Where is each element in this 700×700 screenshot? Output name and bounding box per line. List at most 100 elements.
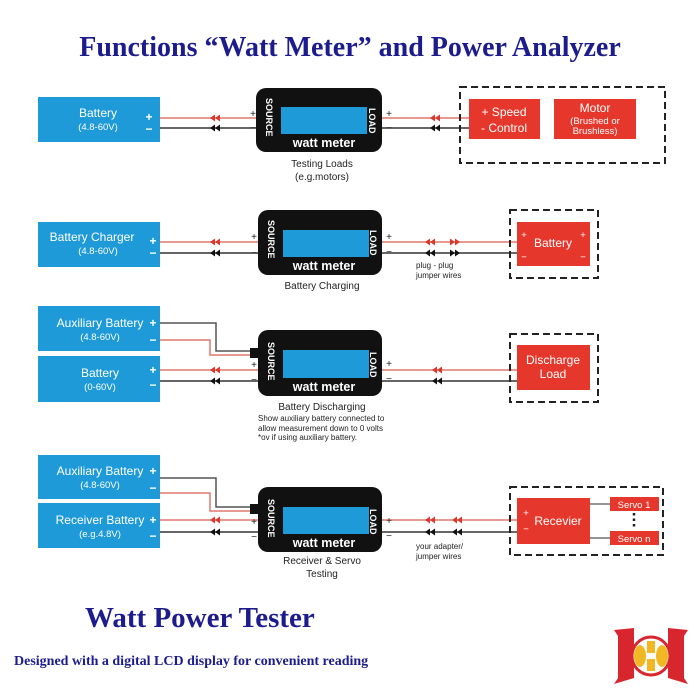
receiver-battery-box xyxy=(38,503,160,548)
section-note: Show auxiliary battery connected to xyxy=(258,414,385,423)
arrow-right-icon xyxy=(455,249,460,257)
speed-control-line1: + Speed xyxy=(481,105,526,119)
arrow-left-icon xyxy=(430,516,435,524)
wires xyxy=(160,117,636,539)
section-caption: Battery Discharging xyxy=(278,402,365,413)
motor-sub1: (Brushed or xyxy=(570,116,620,127)
load-label: LOAD xyxy=(368,230,378,256)
aux-negative-wire xyxy=(160,492,252,512)
arrow-left-icon xyxy=(452,528,457,536)
arrow-right-icon xyxy=(450,249,455,257)
meter-label: watt meter xyxy=(292,259,356,273)
source-range: (4.8-60V) xyxy=(78,122,118,133)
arrow-left-icon xyxy=(437,366,442,374)
discharge-load-box xyxy=(517,345,590,390)
load-minus: − xyxy=(580,252,586,263)
arrow-markers xyxy=(210,114,462,536)
arrow-left-icon xyxy=(215,249,220,257)
plus-terminal: + xyxy=(149,513,156,527)
speed-control-box xyxy=(469,99,540,139)
watt-meter: watt meter SOURCE LOAD + − + − xyxy=(251,487,392,552)
plus-terminal: + xyxy=(386,359,392,370)
plus-terminal: + xyxy=(386,232,392,243)
plus-terminal: + xyxy=(250,109,256,120)
section-battery-discharging: Auxiliary Battery (4.8-60V) + − Battery … xyxy=(38,306,590,442)
plus-terminal: + xyxy=(251,232,257,243)
arrow-left-icon xyxy=(215,124,220,132)
meter-label: watt meter xyxy=(292,136,356,150)
minus-terminal: − xyxy=(386,374,392,385)
plus-terminal: + xyxy=(251,360,257,371)
load-minus: − xyxy=(523,524,529,535)
load-name-line2: Load xyxy=(540,367,567,381)
section-note: *ov if using auxiliary battery. xyxy=(258,433,357,442)
load-plus: + xyxy=(521,230,527,241)
watt-meter: watt meter SOURCE LOAD + − + − xyxy=(251,210,392,275)
load-frame xyxy=(509,333,599,403)
arrow-left-icon xyxy=(430,124,435,132)
load-minus: − xyxy=(521,252,527,263)
minus-terminal: − xyxy=(149,481,156,495)
aux-connector xyxy=(250,504,259,514)
lcd-screen xyxy=(283,507,369,534)
minus-terminal: − xyxy=(149,333,156,347)
servo-label: Servo 1 xyxy=(618,500,651,511)
load-frame xyxy=(459,86,666,164)
arrow-left-icon xyxy=(215,238,220,246)
arrow-left-icon xyxy=(435,124,440,132)
plus-terminal: + xyxy=(386,109,392,120)
wire-note: jumper wires xyxy=(415,271,461,280)
arrow-left-icon xyxy=(430,114,435,122)
arrow-left-icon xyxy=(432,377,437,385)
minus-terminal: − xyxy=(251,375,257,386)
section-caption-sub: (e.g.motors) xyxy=(295,172,349,183)
arrow-left-icon xyxy=(457,516,462,524)
source-label: SOURCE xyxy=(266,220,276,259)
arrow-left-icon xyxy=(215,516,220,524)
receiver-load-box xyxy=(517,498,590,544)
minus-terminal: − xyxy=(251,532,257,543)
section-caption-sub: Testing xyxy=(306,569,338,580)
arrow-left-icon xyxy=(210,114,215,122)
source-name: Battery xyxy=(79,106,117,120)
aux-name: Auxiliary Battery xyxy=(57,316,144,330)
arrow-left-icon xyxy=(430,238,435,246)
load-plus: + xyxy=(523,508,529,519)
load-name: Battery xyxy=(534,236,572,250)
arrow-left-icon xyxy=(432,366,437,374)
section-receiver-servo: Auxiliary Battery (4.8-60V) + − Receiver… xyxy=(38,455,659,580)
meter-label: watt meter xyxy=(292,536,356,550)
wire-note: jumper wires xyxy=(415,552,461,561)
brand-logo xyxy=(614,628,688,684)
load-frame xyxy=(509,486,664,556)
minus-terminal: − xyxy=(386,247,392,258)
arrow-left-icon xyxy=(215,377,220,385)
load-label: LOAD xyxy=(367,108,377,134)
source-label: SOURCE xyxy=(266,342,276,381)
source-range: (e.g.4.8V) xyxy=(79,529,121,540)
arrow-left-icon xyxy=(210,528,215,536)
section-battery-charging: Battery Charger (4.8-60V) + − Battery + … xyxy=(38,222,590,292)
wire-note: your adapter/ xyxy=(416,542,464,551)
arrow-left-icon xyxy=(452,516,457,524)
source-label: SOURCE xyxy=(264,98,274,137)
arrow-left-icon xyxy=(215,528,220,536)
arrow-left-icon xyxy=(210,366,215,374)
section-caption: Receiver & Servo xyxy=(283,556,361,567)
plus-terminal: + xyxy=(149,316,156,330)
source-name: Receiver Battery xyxy=(56,513,145,527)
section-testing-loads: Battery (4.8-60V) + − + Speed - Control … xyxy=(38,97,636,183)
load-name: Recevier xyxy=(534,514,581,528)
minus-terminal: − xyxy=(251,248,257,259)
section-caption: Battery Charging xyxy=(284,281,359,292)
motor-name: Motor xyxy=(580,101,611,115)
minus-terminal: − xyxy=(386,531,392,542)
arrow-left-icon xyxy=(210,124,215,132)
aux-battery-box xyxy=(38,306,160,351)
lcd-screen xyxy=(281,107,367,134)
minus-terminal: − xyxy=(386,123,392,134)
wire-note: plug - plug xyxy=(416,261,453,270)
source-name: Battery xyxy=(81,366,119,380)
